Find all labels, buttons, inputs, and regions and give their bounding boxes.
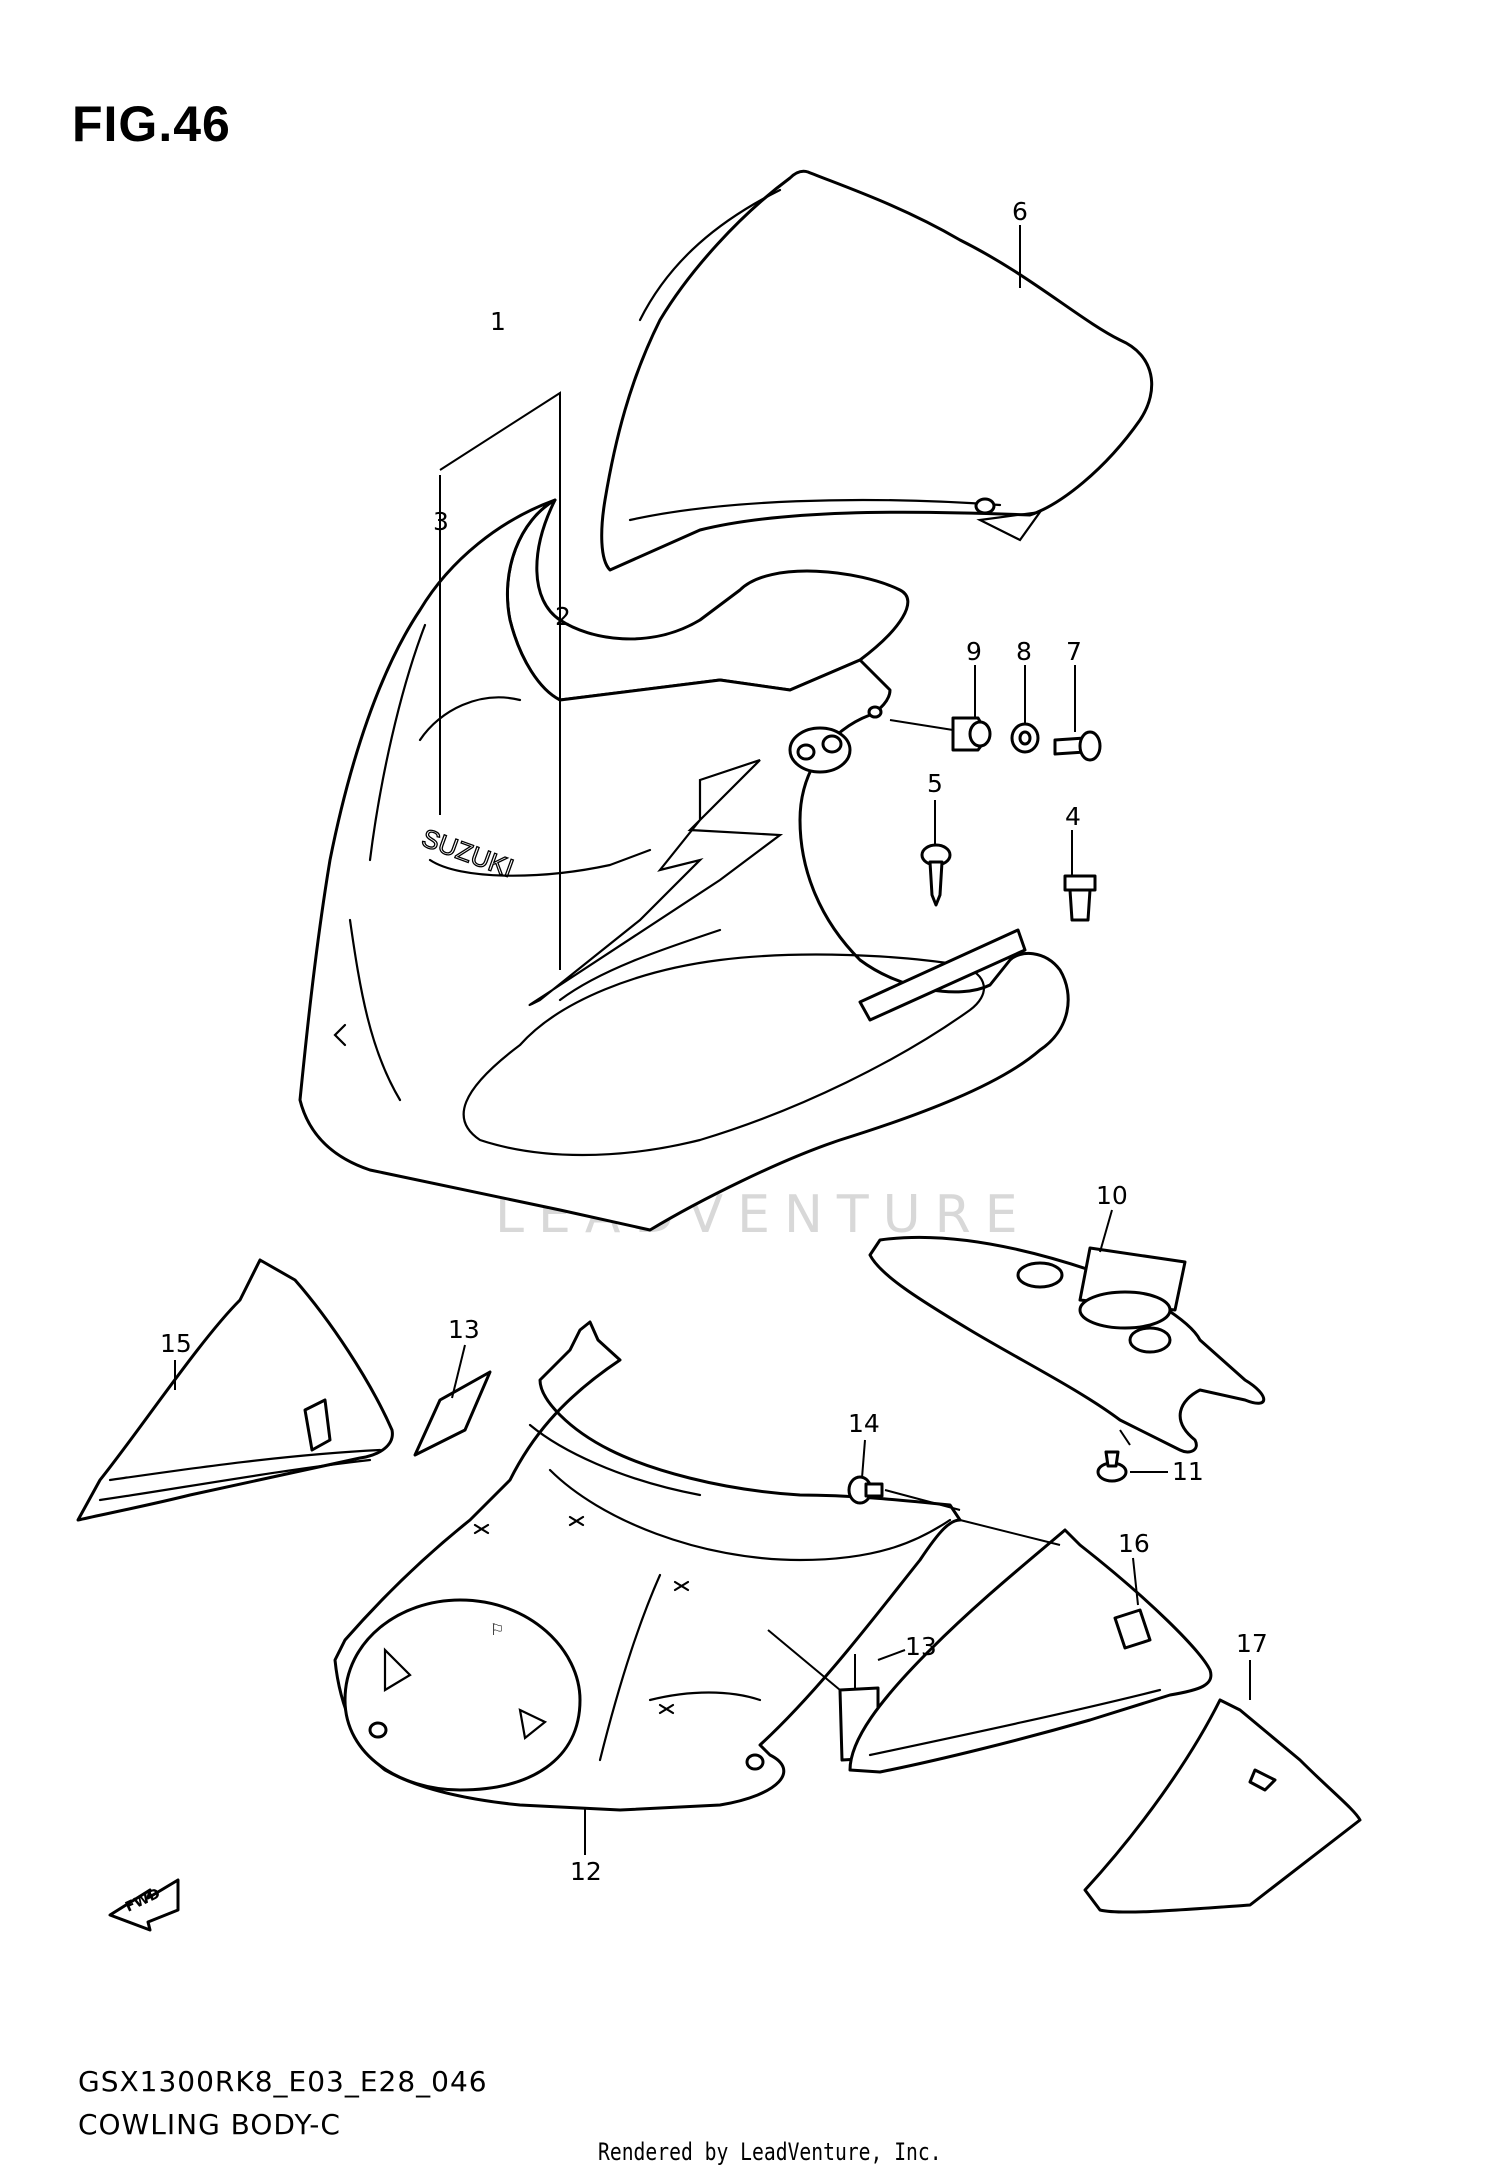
mount-mark-icon: ⚐ <box>490 1620 504 1639</box>
upper-cowling-part: SUZUKI <box>298 498 1070 1232</box>
callout-11: 11 <box>1172 1457 1204 1486</box>
screw-7-part <box>1053 730 1102 762</box>
screw-11-part <box>1096 1429 1131 1483</box>
callout-bracket-1-2-3 <box>439 391 561 970</box>
callout-3: 3 <box>433 507 449 536</box>
inner-cover-part <box>868 1235 1266 1454</box>
windscreen-part <box>600 169 1154 572</box>
model-code: GSX1300RK8_E03_E28_046 <box>78 2065 488 2098</box>
screw-14-part <box>847 1475 961 1511</box>
cushion-13a-part <box>413 1370 492 1457</box>
callout-2: 2 <box>555 602 571 631</box>
screw-4-part <box>1063 874 1097 922</box>
section-name: COWLING BODY-C <box>78 2108 341 2141</box>
footer-credit: Rendered by LeadVenture, Inc. <box>598 2138 942 2166</box>
callout-17: 17 <box>1236 1629 1268 1658</box>
callout-4: 4 <box>1065 802 1081 831</box>
callout-14: 14 <box>848 1409 880 1438</box>
callout-8: 8 <box>1016 637 1032 666</box>
callout-1: 1 <box>490 307 506 336</box>
callout-13b: 13 <box>905 1632 937 1661</box>
callout-10: 10 <box>1096 1181 1128 1210</box>
screw-5-part <box>920 843 952 907</box>
fwd-arrow-icon: FWD <box>108 1878 180 1932</box>
fasteners-upper <box>889 716 1102 922</box>
under-cowling-part: ⚐ <box>333 1320 962 1812</box>
washer-part <box>1010 722 1040 754</box>
cushion-17-part <box>1083 1698 1362 1914</box>
callout-7: 7 <box>1066 637 1082 666</box>
figure-title: FIG.46 <box>72 96 231 152</box>
callout-5: 5 <box>927 769 943 798</box>
leader-lines <box>174 225 1251 1855</box>
callout-13a: 13 <box>448 1315 480 1344</box>
side-panel-15-part <box>76 1258 394 1522</box>
callout-12: 12 <box>570 1857 602 1886</box>
callout-15: 15 <box>160 1329 192 1358</box>
side-panel-16-part <box>848 1519 1213 1774</box>
callout-16: 16 <box>1118 1529 1150 1558</box>
callout-6: 6 <box>1012 197 1028 226</box>
nut-part <box>951 716 992 752</box>
callout-labels: 1 2 3 4 5 6 7 8 9 10 11 12 13 13 14 15 1… <box>160 197 1268 1886</box>
callout-9: 9 <box>966 637 982 666</box>
